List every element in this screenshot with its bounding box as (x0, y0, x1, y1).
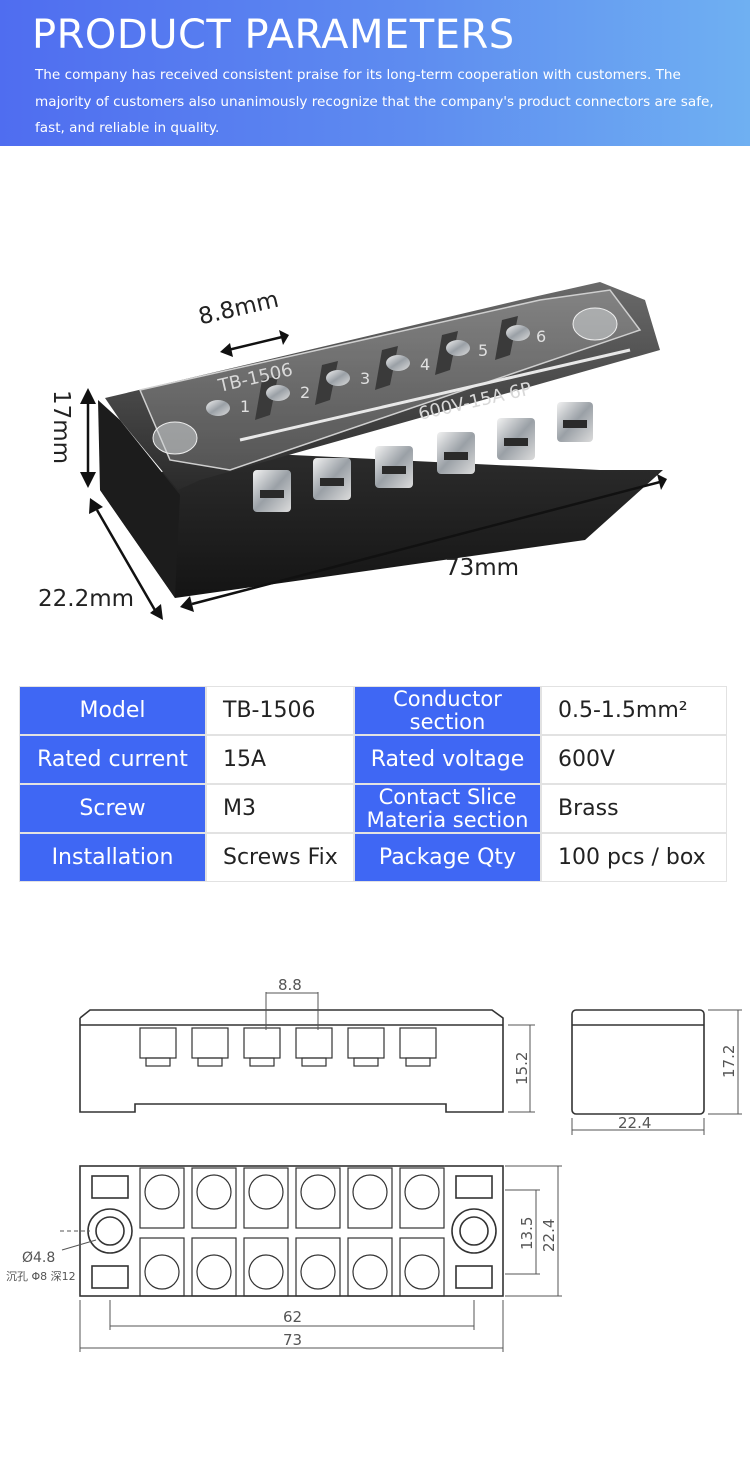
dim-hole-note: 沉孔 Φ8 深12 (6, 1270, 76, 1283)
param-label: Conductor section (354, 686, 541, 735)
param-label: Installation (19, 833, 206, 882)
dimension-arrows (80, 330, 667, 620)
dim-mount-pitch: 62 (283, 1308, 302, 1326)
top-screws (206, 325, 530, 416)
terminal-number: 6 (536, 327, 546, 346)
terminal-number: 2 (300, 383, 310, 402)
table-row: Model TB-1506 Conductor section 0.5-1.5m… (19, 686, 727, 735)
param-value: M3 (206, 784, 354, 833)
header-description: The company has received consistent prai… (35, 67, 714, 136)
terminal-number: 5 (478, 341, 488, 360)
parameters-table: Model TB-1506 Conductor section 0.5-1.5m… (19, 686, 727, 882)
terminal-numbers: 1 2 3 4 5 6 (240, 327, 546, 416)
dim-front-height: 15.2 (513, 1052, 531, 1085)
param-label: Contact Slice Materia section (354, 784, 541, 833)
param-label: Package Qty (354, 833, 541, 882)
dim-depth: 22.2mm (38, 586, 135, 612)
top-view-outline (79, 1165, 504, 1297)
param-value: TB-1506 (206, 686, 354, 735)
mount-hole-left (152, 421, 198, 455)
param-label: Rated voltage (354, 735, 541, 784)
table-row: Rated current 15A Rated voltage 600V (19, 735, 727, 784)
top-view-terminals (139, 1167, 445, 1297)
technical-drawing: 8.8 15.2 17.2 22.4 13.5 22.4 Ø4.8 沉孔 Φ8 … (6, 976, 742, 1352)
param-value: 600V (541, 735, 727, 784)
terminal-number: 4 (420, 355, 430, 374)
terminal-number: 1 (240, 397, 250, 416)
mount-hole-left (95, 1216, 125, 1246)
param-label: Model (19, 686, 206, 735)
param-value: Screws Fix (206, 833, 354, 882)
dim-side-height: 17.2 (720, 1045, 738, 1078)
side-view-outline (571, 1009, 705, 1115)
dim-height: 17mm (48, 390, 74, 465)
param-value: 0.5-1.5mm² (541, 686, 727, 735)
table-row: Screw M3 Contact Slice Materia section B… (19, 784, 727, 833)
table-row: Installation Screws Fix Package Qty 100 … (19, 833, 727, 882)
dim-side-width: 22.4 (618, 1114, 651, 1132)
param-value: 100 pcs / box (541, 833, 727, 882)
dim-front-pitch: 8.8 (278, 976, 302, 994)
terminal-block-end (98, 400, 180, 598)
param-label: Screw (19, 784, 206, 833)
header-banner: PRODUCT PARAMETERS The company has recei… (0, 0, 750, 146)
terminal-number: 3 (360, 369, 370, 388)
front-view-outline (79, 1009, 504, 1113)
page-title: PRODUCT PARAMETERS (32, 12, 515, 58)
front-clamps (253, 402, 593, 512)
mount-hole-right (459, 1216, 489, 1246)
dim-top-depth: 22.4 (540, 1219, 558, 1252)
dim-top-inner: 13.5 (518, 1217, 536, 1250)
param-label: Rated current (19, 735, 206, 784)
mount-hole-right (572, 307, 618, 341)
param-value: Brass (541, 784, 727, 833)
product-photo: TB-1506 600V-15A 6P 1 2 3 4 5 6 (80, 282, 667, 620)
dim-length: 73mm (445, 555, 520, 581)
front-view-clamps (139, 1027, 437, 1067)
terminal-block-front (100, 452, 663, 598)
dim-hole-dia: Ø4.8 (22, 1250, 55, 1266)
dim-overall-length: 73 (283, 1331, 302, 1349)
param-value: 15A (206, 735, 354, 784)
